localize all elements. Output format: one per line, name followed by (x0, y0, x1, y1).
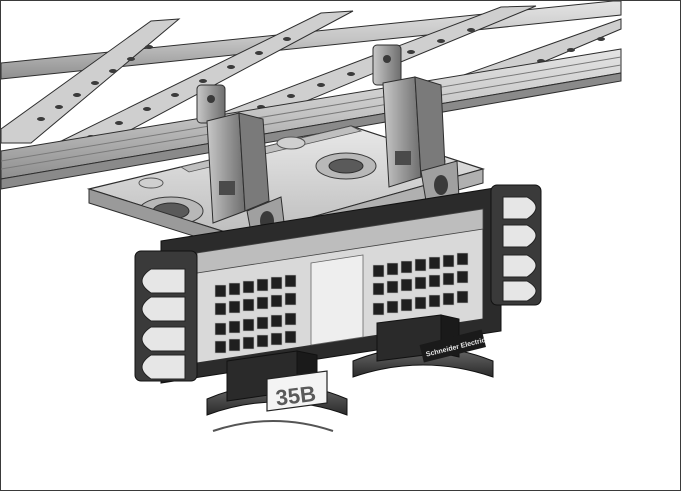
label-tag: 35B (266, 370, 328, 412)
label-tag-text: 35B (274, 381, 317, 411)
cable-entry-ports (138, 136, 446, 226)
port-grid-right (372, 252, 469, 316)
cable-manager-right (490, 184, 542, 306)
port-grid-left (214, 274, 297, 354)
cable-ladder-tray (1, 1, 622, 190)
cable-manager-left (134, 250, 198, 382)
